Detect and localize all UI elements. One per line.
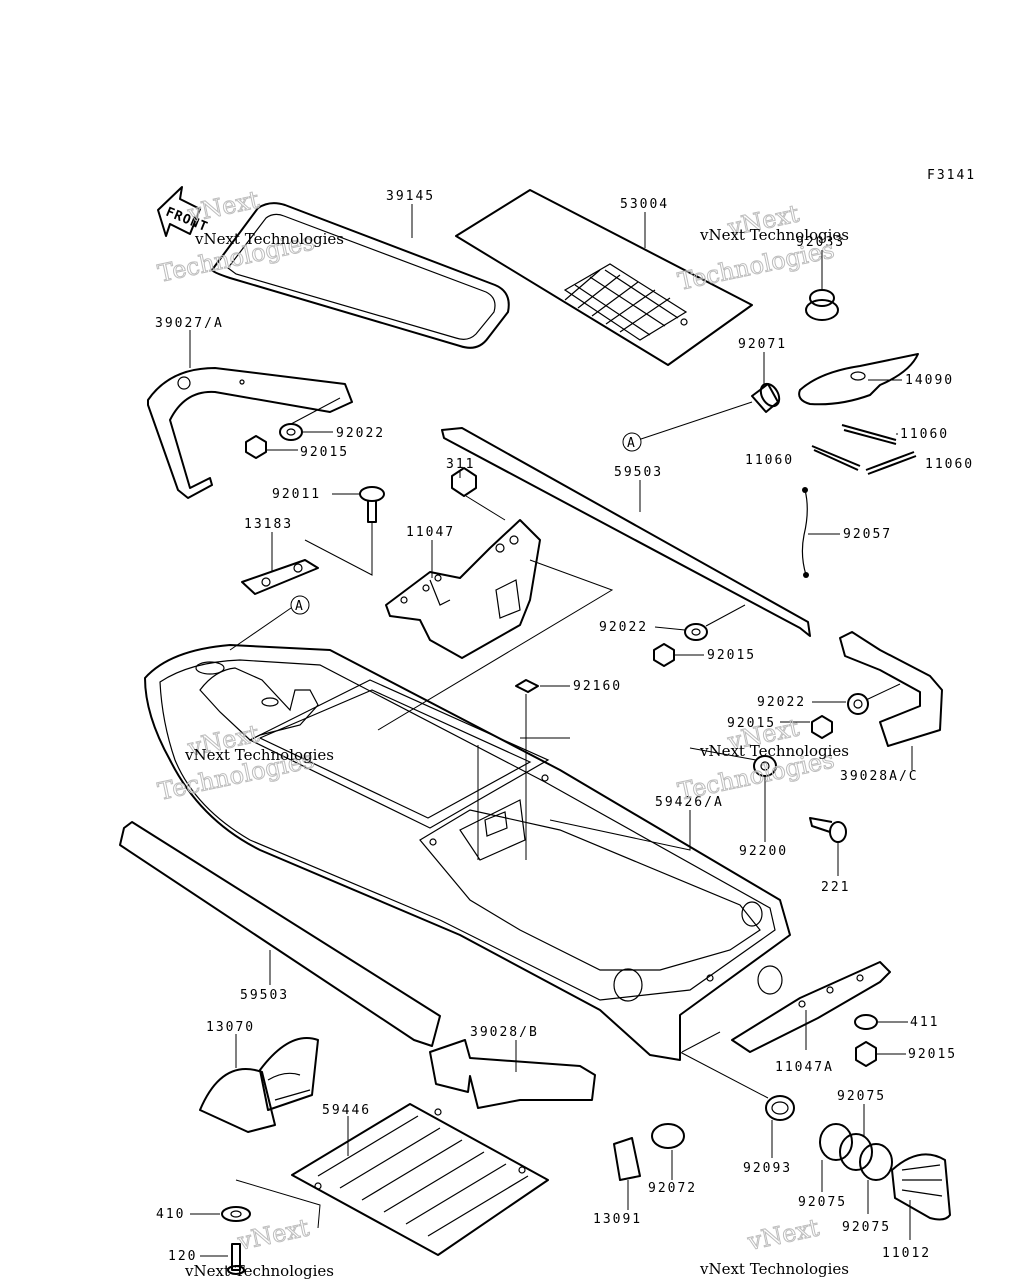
part-label-92015-right: 92015 bbox=[727, 716, 776, 731]
part-59446-grate bbox=[291, 1103, 549, 1256]
part-label-59426a: 59426/A bbox=[655, 795, 724, 810]
part-label-92011: 92011 bbox=[272, 487, 321, 502]
part-92011-bolt bbox=[359, 486, 385, 523]
part-92015-nut-lower bbox=[855, 1041, 877, 1067]
part-92075-bellows bbox=[819, 1123, 893, 1181]
svg-text:vNext: vNext bbox=[184, 185, 262, 228]
part-92072-clamp bbox=[651, 1123, 685, 1149]
part-label-59446: 59446 bbox=[322, 1103, 371, 1118]
part-label-14090: 14090 bbox=[905, 373, 954, 388]
part-11060-strip-a bbox=[841, 424, 897, 445]
part-92071-plug bbox=[751, 382, 781, 413]
part-label-11012: 11012 bbox=[882, 1246, 931, 1261]
part-92033-grommet bbox=[805, 289, 839, 321]
callout-a-lower: A bbox=[295, 599, 303, 614]
part-59503-strip-bottom bbox=[119, 821, 441, 1047]
part-120-bolt bbox=[227, 1243, 245, 1275]
part-11047-bracket bbox=[385, 519, 541, 659]
part-label-92015-left: 92015 bbox=[300, 445, 349, 460]
part-label-311: 311 bbox=[446, 457, 475, 472]
part-14090-cover bbox=[798, 353, 919, 406]
part-11060-strip-c bbox=[865, 451, 917, 475]
part-92093-grommet bbox=[765, 1095, 795, 1121]
part-label-11047: 11047 bbox=[406, 525, 455, 540]
svg-text:vNext Technologies: vNext Technologies bbox=[194, 230, 344, 248]
watermark-top-right: vNext Technologies vNext Technologies bbox=[675, 199, 849, 296]
part-label-411: 411 bbox=[910, 1015, 939, 1030]
part-39027a-handle bbox=[147, 367, 353, 499]
svg-text:vNext Technologies: vNext Technologies bbox=[699, 226, 849, 244]
part-label-410: 410 bbox=[156, 1207, 185, 1222]
part-label-92022-left: 92022 bbox=[336, 426, 385, 441]
part-11047a-bracket bbox=[731, 961, 891, 1053]
part-label-92075-top: 92075 bbox=[837, 1089, 886, 1104]
callout-a-upper: A bbox=[627, 436, 635, 451]
part-13183-bracket bbox=[241, 559, 319, 595]
part-39028b-bumper bbox=[429, 1039, 596, 1109]
part-410-washer bbox=[221, 1206, 251, 1222]
part-label-59503-bottom: 59503 bbox=[240, 988, 289, 1003]
part-label-92022-mid: 92022 bbox=[599, 620, 648, 635]
svg-text:vNext: vNext bbox=[744, 1213, 822, 1256]
part-label-92072: 92072 bbox=[648, 1181, 697, 1196]
part-92015-nut-right bbox=[811, 715, 833, 739]
part-59426a-hull bbox=[144, 644, 791, 1061]
part-39028ac-bumper bbox=[839, 631, 943, 747]
svg-text:Technologies: Technologies bbox=[675, 235, 836, 295]
part-label-92075-bottom: 92075 bbox=[842, 1220, 891, 1235]
part-label-92071: 92071 bbox=[738, 337, 787, 352]
part-92022-washer-left bbox=[279, 423, 303, 441]
part-label-120: 120 bbox=[168, 1249, 197, 1264]
part-11012-intake bbox=[891, 1153, 951, 1221]
part-label-39145: 39145 bbox=[386, 189, 435, 204]
part-label-53004: 53004 bbox=[620, 197, 669, 212]
part-39145-frame bbox=[211, 202, 510, 349]
part-label-39027a: 39027/A bbox=[155, 316, 224, 331]
figure-code: F3141 bbox=[927, 168, 976, 183]
svg-text:vNext Technologies: vNext Technologies bbox=[699, 1260, 849, 1278]
part-label-92160: 92160 bbox=[573, 679, 622, 694]
part-92057-cord bbox=[801, 487, 809, 578]
part-label-221: 221 bbox=[821, 880, 850, 895]
part-92022-washer-mid bbox=[684, 623, 708, 641]
part-92015-nut-mid bbox=[653, 643, 675, 667]
part-label-92033: 92033 bbox=[796, 235, 845, 250]
part-label-11060-c: 11060 bbox=[925, 457, 974, 472]
part-label-59503-top: 59503 bbox=[614, 465, 663, 480]
part-label-92075-left: 92075 bbox=[798, 1195, 847, 1210]
watermark-mid-right: vNext Technologies vNext Technologies bbox=[675, 713, 849, 806]
part-label-39028ac: 39028A/C bbox=[840, 769, 919, 784]
part-92015-nut-left bbox=[245, 435, 267, 459]
part-label-92015-lower: 92015 bbox=[908, 1047, 957, 1062]
watermark-mid-left: vNext Technologies vNext Technologies bbox=[155, 719, 334, 806]
part-label-92093: 92093 bbox=[743, 1161, 792, 1176]
part-11060-strip-b bbox=[811, 445, 861, 471]
part-411-washer bbox=[854, 1014, 878, 1030]
part-221-screw bbox=[809, 817, 847, 843]
part-label-11060-a: 11060 bbox=[900, 427, 949, 442]
part-13070-cover bbox=[199, 1037, 319, 1133]
part-311-nut bbox=[451, 467, 477, 497]
part-label-92200: 92200 bbox=[739, 844, 788, 859]
part-label-39028b: 39028/B bbox=[470, 1025, 539, 1040]
part-92160-clip bbox=[515, 679, 539, 693]
part-label-13070: 13070 bbox=[206, 1020, 255, 1035]
part-label-92022-right: 92022 bbox=[757, 695, 806, 710]
watermark-bottom-left: vNext vNext Technologies bbox=[184, 1213, 334, 1280]
part-label-11060-b: 11060 bbox=[745, 453, 794, 468]
part-13091-cap bbox=[613, 1137, 641, 1181]
part-label-92015-mid: 92015 bbox=[707, 648, 756, 663]
part-59503-strip-top bbox=[441, 427, 811, 637]
svg-text:vNext Technologies: vNext Technologies bbox=[699, 742, 849, 760]
watermark-bottom-right: vNext vNext Technologies bbox=[699, 1213, 849, 1278]
part-label-13183: 13183 bbox=[244, 517, 293, 532]
part-53004-mat bbox=[455, 189, 753, 366]
part-92022-washer-right bbox=[847, 693, 869, 715]
part-label-13091: 13091 bbox=[593, 1212, 642, 1227]
svg-text:vNext Technologies: vNext Technologies bbox=[184, 1262, 334, 1280]
svg-text:vNext Technologies: vNext Technologies bbox=[184, 746, 334, 764]
part-label-11047a: 11047A bbox=[775, 1060, 834, 1075]
part-label-92057: 92057 bbox=[843, 527, 892, 542]
